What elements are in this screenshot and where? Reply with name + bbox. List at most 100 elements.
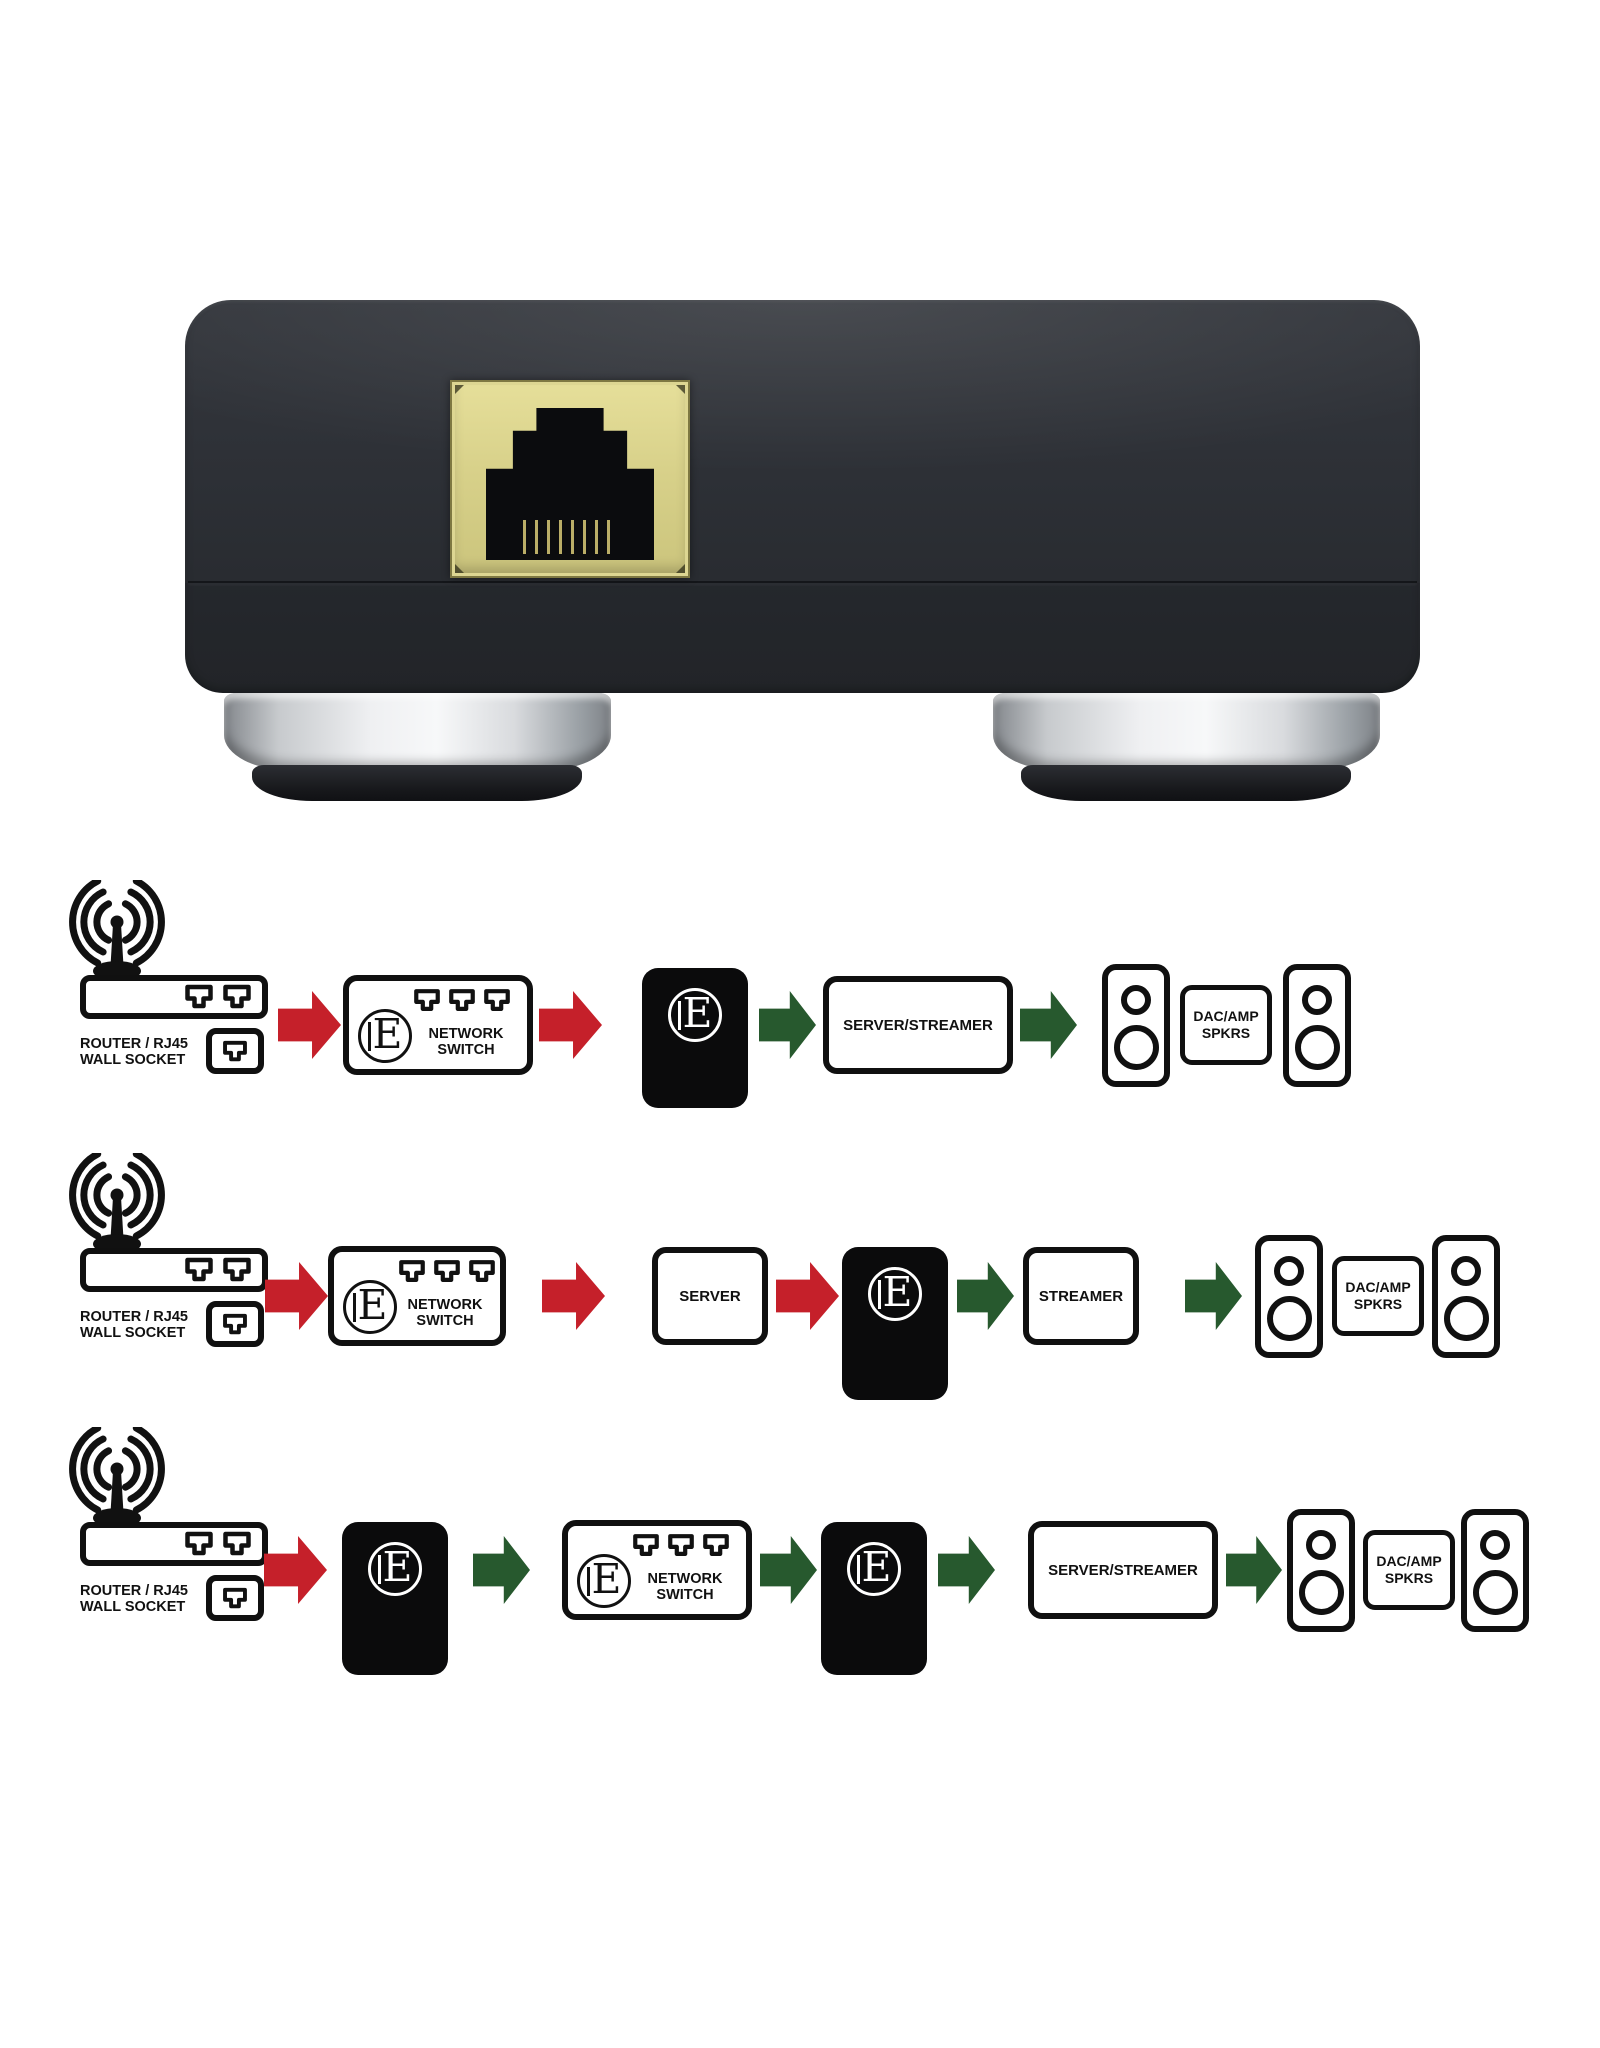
network-switch-label: NETWORK SWITCH [409,1026,523,1058]
wall-socket-icon [206,1575,264,1621]
network-switch-box: E NETWORK SWITCH [328,1246,506,1346]
tweeter-icon [1121,984,1151,1015]
woofer-icon [1266,1295,1312,1341]
rj45-port-icon [222,1257,252,1283]
ee-logo-letter: E [861,1542,892,1591]
red-arrow-icon [539,991,602,1059]
rj45-port-icon [223,1313,247,1334]
network-switch-label-line1: NETWORK [407,1297,483,1313]
router-label-line2: WALL SOCKET [80,1325,186,1341]
router-wall-socket-group: ROUTER / RJ45 WALL SOCKET [60,880,280,1074]
rj45-port-icon [413,988,441,1013]
speaker-icon [1287,1508,1355,1632]
network-switch-label: NETWORK SWITCH [394,1297,496,1329]
switch-ports [413,988,511,1013]
green-arrow-icon [1020,991,1077,1059]
dac-label-line1: DAC/AMP [1193,1008,1259,1024]
rj45-port-icon [667,1533,695,1558]
rj45-port-icon [702,1533,730,1558]
ee-logo-letter: E [372,1009,403,1058]
rj45-port-icon [433,1259,461,1284]
network-switch-box: E NETWORK SWITCH [343,975,533,1075]
router-label: ROUTER / RJ45 WALL SOCKET [80,1583,188,1615]
rj45-port-icon [223,1040,247,1061]
network-switch-label-line2: SWITCH [656,1587,714,1603]
router-label: ROUTER / RJ45 WALL SOCKET [80,1309,188,1341]
streamer-box: STREAMER [1023,1247,1139,1345]
speaker-icon [1461,1508,1529,1632]
dac-amp-spkrs-box: DAC/AMP SPKRS [1363,1530,1455,1610]
green-arrow-icon [938,1536,995,1604]
diagram-row-setup-2: ROUTER / RJ45 WALL SOCKET E NETWORK SWIT… [60,1200,1500,1400]
router-wall-socket-group: ROUTER / RJ45 WALL SOCKET [60,1153,280,1347]
rj45-port-icon [222,1531,252,1557]
ee-logo-bar [856,1554,860,1584]
ee-logo: E [368,1542,422,1596]
ee-logo-bar [352,1292,356,1322]
ee-isolator-device: E [821,1522,927,1675]
network-switch-box: E NETWORK SWITCH [562,1520,752,1620]
device-chassis [185,300,1420,693]
ee-logo: E [847,1542,901,1596]
tweeter-icon [1302,984,1332,1015]
device-foot-rubber-ring [1021,765,1351,801]
rj45-port-icon [448,988,476,1013]
ee-logo-bar [677,1000,681,1030]
green-arrow-icon [760,1536,817,1604]
device-foot-right [993,693,1380,801]
dac-label-line2: SPKRS [1353,1296,1403,1312]
ee-logo-letter: E [382,1542,413,1591]
network-switch-label-line2: SWITCH [437,1042,495,1058]
diagram-row-setup-1: ROUTER / RJ45 WALL SOCKET E NETWORK SWIT… [60,929,1351,1121]
network-switch-label-line1: NETWORK [647,1571,723,1587]
green-arrow-icon [957,1262,1014,1330]
router-label-line1: ROUTER / RJ45 [80,1309,188,1325]
rj45-port-icon [483,988,511,1013]
ee-logo: E [343,1280,397,1334]
router-label: ROUTER / RJ45 WALL SOCKET [80,1036,188,1068]
router-label-line1: ROUTER / RJ45 [80,1583,188,1599]
rj45-port-icon [223,1587,247,1608]
green-arrow-icon [1226,1536,1282,1604]
ee-logo-letter: E [882,1267,913,1316]
switch-ports [632,1533,730,1558]
ee-isolator-device: E [642,968,748,1108]
red-arrow-icon [542,1262,605,1330]
router-wall-socket-group: ROUTER / RJ45 WALL SOCKET [60,1427,280,1621]
server-streamer-label: SERVER/STREAMER [1048,1561,1198,1579]
woofer-icon [1443,1295,1489,1341]
rj45-jack-opening [486,408,654,560]
ee-logo-letter: E [591,1554,622,1603]
dac-label-line1: DAC/AMP [1345,1279,1411,1295]
red-arrow-icon [278,991,341,1059]
plate-corner-mark [676,385,685,394]
speaker-icon [1432,1234,1500,1358]
rj45-pins [523,520,617,554]
server-box: SERVER [652,1247,768,1345]
woofer-icon [1298,1569,1344,1615]
ee-logo-letter: E [357,1280,388,1329]
ee-logo: E [577,1554,631,1608]
plate-corner-mark [676,564,685,573]
plate-corner-mark [455,385,464,394]
plate-corner-mark [455,564,464,573]
ee-logo: E [358,1009,412,1063]
ee-logo: E [668,988,722,1042]
server-label: SERVER [679,1287,741,1305]
woofer-icon [1113,1024,1159,1070]
dac-amp-spkrs-box: DAC/AMP SPKRS [1180,985,1272,1065]
wifi-antenna-icon [60,880,192,980]
tweeter-icon [1451,1255,1481,1286]
tweeter-icon [1480,1529,1510,1560]
device-foot-rubber-ring [252,765,582,801]
dac-label-line2: SPKRS [1384,1570,1434,1586]
rj45-port-icon [398,1259,426,1284]
tweeter-icon [1306,1529,1336,1560]
wall-socket-icon [206,1028,264,1074]
rj45-port-icon [184,1531,214,1557]
wifi-antenna-icon [60,1153,192,1253]
ee-isolator-device: E [842,1247,948,1400]
red-arrow-icon [776,1262,839,1330]
device-base [185,583,1420,693]
